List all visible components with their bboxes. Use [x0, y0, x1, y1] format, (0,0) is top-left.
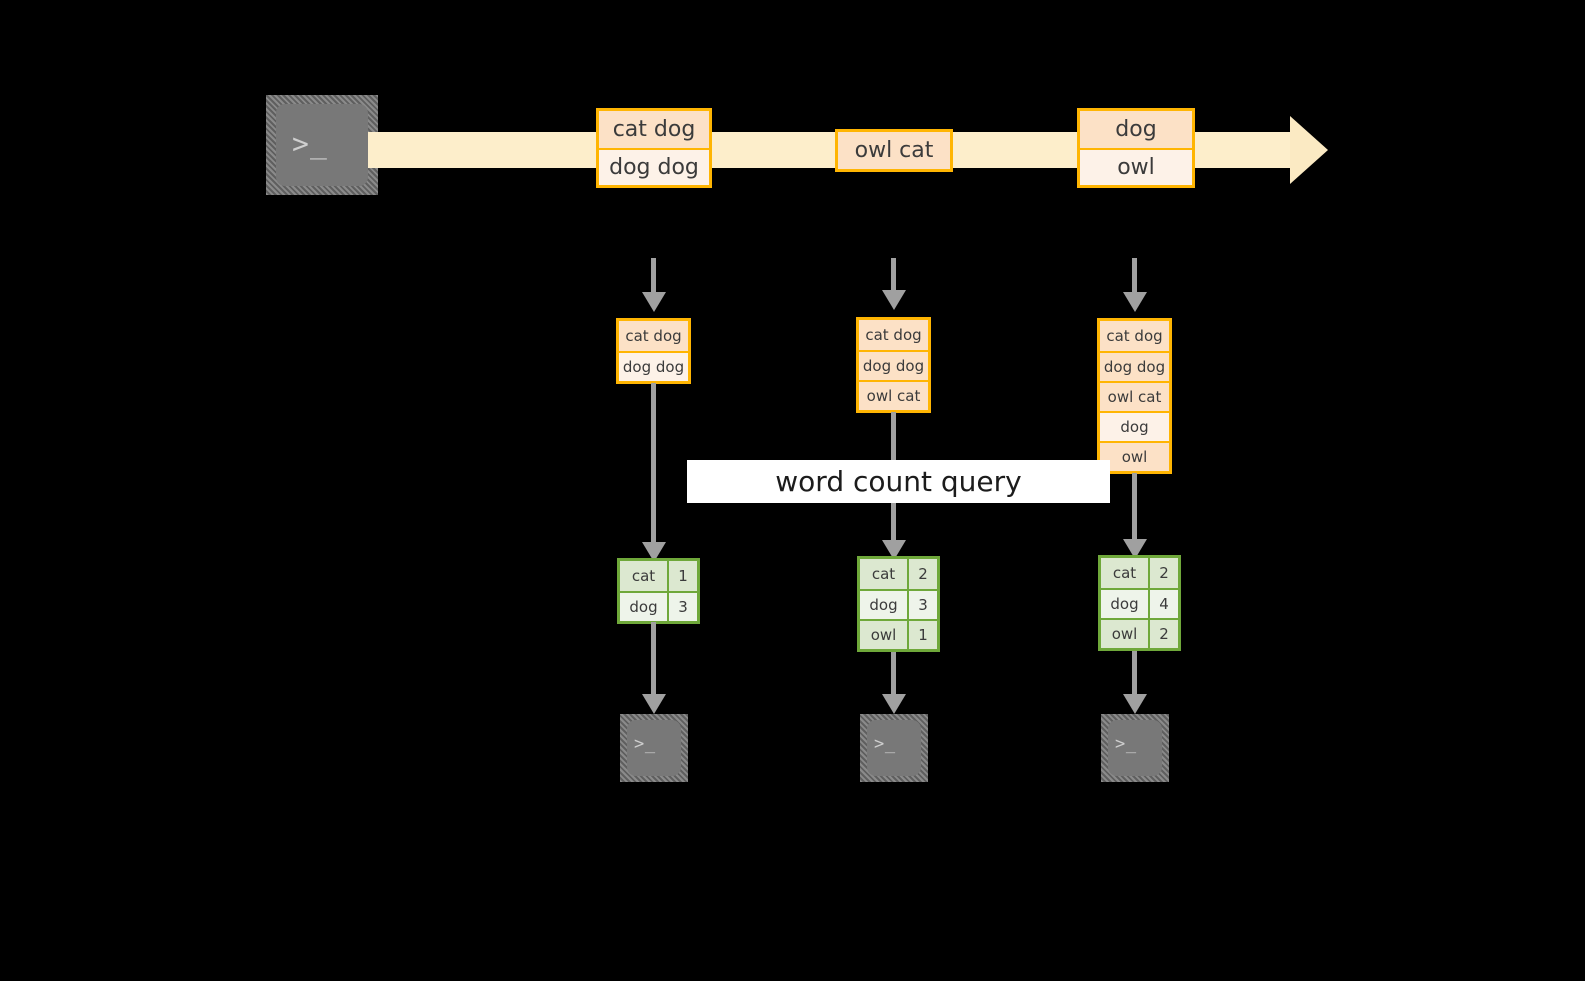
table-row: dog 3 [860, 589, 937, 619]
result-count: 2 [907, 559, 937, 589]
table-row: cat 1 [620, 561, 697, 591]
snapshot-input-line: dog [1100, 411, 1169, 441]
result-count: 2 [1148, 620, 1178, 648]
result-count: 4 [1148, 590, 1178, 618]
snapshot-2-sink-connector [891, 652, 896, 702]
result-word: dog [620, 593, 667, 621]
snapshot-3-input-box[interactable]: cat dog dog dog owl cat dog owl [1097, 318, 1172, 474]
terminal-prompt-glyph: >_ [874, 734, 896, 754]
snapshot-2-query-arrowhead-icon [882, 540, 906, 560]
stream-message-line: dog [1080, 111, 1192, 148]
snapshot-2-sink-terminal-icon: >_ [860, 714, 928, 782]
table-row: owl 1 [860, 619, 937, 649]
stream-message-line: owl [1080, 148, 1192, 185]
source-terminal-icon: >_ [266, 95, 378, 195]
result-count: 1 [907, 621, 937, 649]
snapshot-3-sink-arrowhead-icon [1123, 694, 1147, 714]
terminal-prompt-glyph: >_ [292, 127, 328, 160]
snapshot-1-trigger-arrowhead-icon [642, 292, 666, 312]
stream-message-line: dog dog [599, 148, 709, 185]
snapshot-input-line: owl cat [859, 380, 928, 410]
snapshot-1-sink-arrowhead-icon [642, 694, 666, 714]
snapshot-input-line: cat dog [859, 320, 928, 350]
snapshot-2-trigger-connector [891, 258, 896, 296]
result-count: 1 [667, 561, 697, 591]
snapshot-input-line: dog dog [619, 351, 688, 381]
terminal-prompt-glyph: >_ [1115, 734, 1137, 754]
snapshot-3-sink-terminal-icon: >_ [1101, 714, 1169, 782]
table-row: dog 3 [620, 591, 697, 621]
result-word: cat [620, 561, 667, 591]
query-label: word count query [687, 460, 1110, 503]
terminal-body [627, 720, 681, 776]
stream-arrowhead-icon [1290, 116, 1328, 184]
snapshot-input-line: dog dog [1100, 351, 1169, 381]
snapshot-1-sink-connector [651, 622, 656, 702]
snapshot-1-query-connector [651, 383, 656, 553]
table-row: cat 2 [1101, 558, 1178, 588]
snapshot-input-line: owl [1100, 441, 1169, 471]
result-word: cat [1101, 558, 1148, 588]
stream-message-1[interactable]: cat dog dog dog [596, 108, 712, 188]
table-row: cat 2 [860, 559, 937, 589]
snapshot-input-line: dog dog [859, 350, 928, 380]
result-count: 3 [667, 593, 697, 621]
snapshot-2-trigger-arrowhead-icon [882, 290, 906, 310]
snapshot-3-query-arrowhead-icon [1123, 539, 1147, 559]
result-word: owl [860, 621, 907, 649]
stream-message-line: owl cat [838, 132, 950, 169]
snapshot-3-query-connector [1132, 473, 1137, 553]
snapshot-3-result-table[interactable]: cat 2 dog 4 owl 2 [1098, 555, 1181, 651]
terminal-body [867, 720, 921, 776]
snapshot-1-query-arrowhead-icon [642, 542, 666, 562]
snapshot-input-line: owl cat [1100, 381, 1169, 411]
table-row: dog 4 [1101, 588, 1178, 618]
snapshot-3-trigger-connector [1132, 258, 1137, 298]
snapshot-2-sink-arrowhead-icon [882, 694, 906, 714]
result-count: 3 [907, 591, 937, 619]
snapshot-3-trigger-arrowhead-icon [1123, 292, 1147, 312]
terminal-body [1108, 720, 1162, 776]
result-word: dog [860, 591, 907, 619]
terminal-body [276, 104, 368, 186]
table-row: owl 2 [1101, 618, 1178, 648]
result-word: owl [1101, 620, 1148, 648]
snapshot-3-sink-connector [1132, 651, 1137, 702]
snapshot-2-input-box[interactable]: cat dog dog dog owl cat [856, 317, 931, 413]
snapshot-input-line: cat dog [619, 321, 688, 351]
snapshot-1-result-table[interactable]: cat 1 dog 3 [617, 558, 700, 624]
result-word: cat [860, 559, 907, 589]
result-count: 2 [1148, 558, 1178, 588]
stream-message-line: cat dog [599, 111, 709, 148]
snapshot-input-line: cat dog [1100, 321, 1169, 351]
terminal-prompt-glyph: >_ [634, 734, 656, 754]
snapshot-1-input-box[interactable]: cat dog dog dog [616, 318, 691, 384]
result-word: dog [1101, 590, 1148, 618]
stream-message-3[interactable]: dog owl [1077, 108, 1195, 188]
snapshot-1-sink-terminal-icon: >_ [620, 714, 688, 782]
snapshot-2-result-table[interactable]: cat 2 dog 3 owl 1 [857, 556, 940, 652]
stream-message-2[interactable]: owl cat [835, 129, 953, 172]
snapshot-1-trigger-connector [651, 258, 656, 298]
